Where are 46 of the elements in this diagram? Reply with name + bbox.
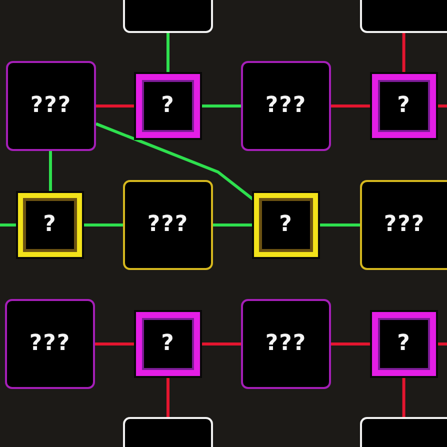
square-node xyxy=(372,312,436,376)
rounded-node xyxy=(241,299,331,389)
node-label: ? xyxy=(161,95,175,117)
connector-line xyxy=(331,104,372,108)
node-label: ? xyxy=(397,333,411,355)
connector-line xyxy=(318,224,360,226)
connector-line xyxy=(95,342,136,346)
connector-line xyxy=(82,224,123,226)
node-label: ? xyxy=(161,333,175,355)
connector-line xyxy=(402,376,406,417)
connector-line xyxy=(331,342,372,346)
connector-line xyxy=(402,33,406,74)
node-label: ??? xyxy=(265,333,307,355)
connector-line xyxy=(0,224,18,226)
node-label: ? xyxy=(43,214,57,236)
square-node xyxy=(254,193,318,257)
node-label: ??? xyxy=(30,95,72,117)
connector-line xyxy=(213,224,254,226)
connector-line xyxy=(96,104,136,108)
connector-line xyxy=(49,151,52,193)
rounded-node xyxy=(5,299,95,389)
node-label: ??? xyxy=(29,333,71,355)
empty-node xyxy=(123,417,213,447)
connector-line xyxy=(166,376,170,417)
connector-line xyxy=(95,122,255,202)
square-node xyxy=(136,312,200,376)
node-label: ??? xyxy=(265,95,307,117)
node-label: ??? xyxy=(147,214,189,236)
square-node xyxy=(372,74,436,138)
empty-node xyxy=(123,0,213,33)
square-node xyxy=(18,193,82,257)
node-label: ? xyxy=(397,95,411,117)
connector-line xyxy=(436,342,447,346)
empty-node xyxy=(360,417,447,447)
empty-node xyxy=(360,0,447,33)
connector-line xyxy=(200,342,241,346)
connector-line xyxy=(436,104,447,108)
rounded-node xyxy=(6,61,96,151)
rounded-node xyxy=(123,180,213,270)
connector-line xyxy=(200,104,241,108)
rounded-node xyxy=(241,61,331,151)
node-label: ??? xyxy=(384,214,426,236)
rounded-node xyxy=(360,180,447,270)
square-node xyxy=(136,74,200,138)
node-label: ? xyxy=(279,214,293,236)
connector-line xyxy=(166,33,170,74)
